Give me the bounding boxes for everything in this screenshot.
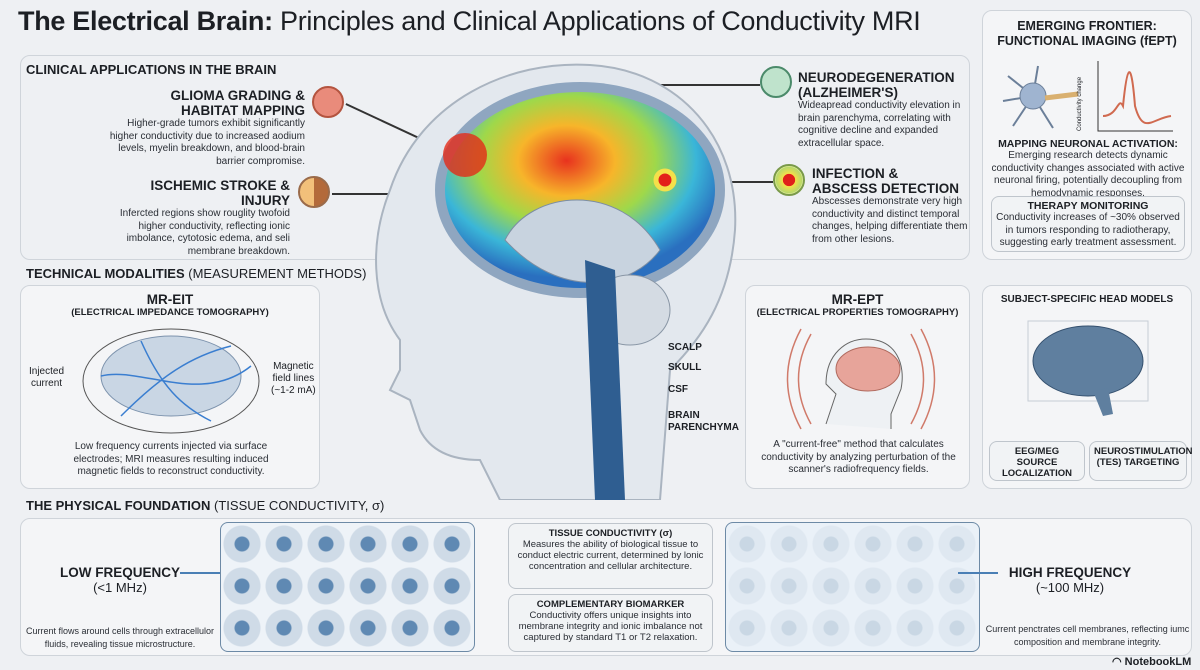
mr-eit-panel: MR-EIT (ELECTRICAL IMPEDANCE TOMOGRAPHY)… (20, 285, 320, 489)
infection-block: INFECTION & ABSCESS DETECTION Abscesses … (812, 166, 972, 246)
electrode-ring (82, 328, 260, 434)
eit-text: Low frequency currents injected via surf… (73, 441, 269, 477)
ept-subtitle: (ELECTRICAL PROPERTIES TOMOGRAPHY) (756, 307, 959, 318)
notebooklm-logo-icon: ◠ (1112, 656, 1125, 668)
tes-label-2: (TES) TARGETING (1096, 457, 1180, 468)
mesh-brain-illustration (1027, 320, 1149, 416)
injected-label: Injected (29, 366, 65, 377)
tes-label: NEUROSTIMULATION (1094, 446, 1193, 457)
low-frequency-range: (<1 MHz) (93, 580, 147, 595)
glioma-title-2: HABITAT MAPPING (181, 103, 305, 118)
label-parenchyma: PARENCHYMA (668, 422, 739, 433)
eit-title: MR-EIT (146, 292, 194, 307)
spinal-cord (585, 260, 625, 500)
frontier-title: EMERGING FRONTIER: (1017, 19, 1157, 33)
frontier-panel: EMERGING FRONTIER: FUNCTIONAL IMAGING (f… (982, 10, 1192, 260)
head-models-title: SUBJECT-SPECIFIC HEAD MODELS (1000, 294, 1174, 305)
high-frequency-text: Current penctrates cell membranes, refle… (985, 624, 1190, 647)
current-paths (100, 340, 252, 422)
head-models-panel: SUBJECT-SPECIFIC HEAD MODELS EEG/MEG SOU… (982, 285, 1193, 489)
glioma-block: GLIOMA GRADING & HABITAT MAPPING Higher-… (100, 88, 305, 168)
low-frequency-title: LOW FREQUENCY (60, 565, 180, 580)
label-skull: SKULL (668, 362, 702, 373)
mesh-grid (1027, 320, 1149, 402)
magnetic-label-3: (~1-2 mA) (271, 385, 316, 396)
stroke-icon (298, 176, 330, 208)
low-frequency-cell-tissue (220, 522, 475, 652)
tissue-conductivity-title: TISSUE CONDUCTIVITY (σ) (548, 528, 673, 539)
neuron-soma (1019, 82, 1047, 110)
mapping-text: Emerging research detects dynamic conduc… (991, 150, 1185, 199)
leader-line (640, 84, 760, 86)
abscess-icon (773, 164, 805, 196)
mapping-title: MAPPING NEURONAL ACTIVATION: (998, 138, 1178, 150)
infection-title: INFECTION & (812, 166, 899, 181)
mr-ept-panel: MR-EPT (ELECTRICAL PROPERTIES TOMOGRAPHY… (745, 285, 970, 489)
graph-axis-label: Conductivity change (1077, 76, 1083, 131)
ept-head-illustration (786, 328, 936, 430)
high-frequency-block: HIGH FREQUENCY (~100 MHz) (1000, 565, 1140, 595)
connector (958, 572, 998, 574)
stroke-text: Infercted regions show rouglity twofoid … (119, 208, 290, 257)
infection-text: Abscesses demonstrate very high conducti… (812, 196, 968, 245)
tumor-hotspot (443, 133, 487, 177)
brain-icon (312, 86, 344, 118)
conductivity-signal-line (1102, 71, 1172, 125)
high-frequency-title: HIGH FREQUENCY (1008, 565, 1132, 580)
neuro-block: NEURODEGENERATION (ALZHEIMER'S) Wideapre… (798, 70, 968, 150)
foundation-heading: THE PHYSICAL FOUNDATION (TISSUE CONDUCTI… (26, 498, 385, 513)
glioma-title: GLIOMA GRADING & (170, 88, 306, 103)
ept-title: MR-EPT (831, 292, 884, 307)
axon (1044, 91, 1079, 101)
label-brain: BRAIN (668, 410, 700, 421)
stroke-title: ISCHEMIC STROKE & INJURY (150, 178, 290, 208)
biomarker-text: Conductivity offers unique insights into… (518, 610, 703, 643)
alzheimers-brain-icon (760, 66, 792, 98)
brainstem-region (504, 199, 661, 283)
eit-brain-illustration (82, 328, 260, 434)
magnetic-label: Magnetic (273, 361, 314, 372)
therapy-text: Conductivity increases of ~30% observed … (996, 212, 1180, 248)
neuron-icon (1002, 65, 1054, 129)
page-title: The Electrical Brain: Principles and Cli… (18, 6, 921, 36)
high-frequency-range: (~100 MHz) (1035, 580, 1105, 595)
rf-waves (786, 328, 936, 430)
head-illustration (375, 63, 737, 500)
neuro-text: Wideapread conductivity elevation in bra… (798, 100, 961, 149)
modalities-heading: TECHNICAL MODALITIES (MEASUREMENT METHOD… (26, 266, 367, 281)
label-csf: CSF (668, 384, 688, 395)
injected-label-2: current (30, 378, 63, 389)
ept-text: A "current-free" method that calculates … (761, 439, 956, 475)
graph-axes (1097, 61, 1173, 132)
tissue-conductivity-text: Measures the ability of biological tissu… (517, 539, 704, 572)
infection-title-2: ABSCESS DETECTION (812, 181, 960, 196)
low-frequency-block: LOW FREQUENCY (<1 MHz) (60, 565, 180, 595)
clinical-heading: CLINICAL APPLICATIONS IN THE BRAIN (26, 62, 277, 77)
neuro-title-2: (ALZHEIMER'S) (798, 85, 898, 100)
therapy-title: THERAPY MONITORING (1027, 200, 1149, 212)
notebooklm-brand: ◠ NotebookLM (1112, 656, 1192, 668)
glioma-text: Higher-grade tumors exhibit significantl… (109, 118, 305, 167)
connector (180, 572, 220, 574)
stroke-block: ISCHEMIC STROKE & INJURY Infercted regio… (100, 178, 290, 258)
neuron-and-signal-graph (1002, 61, 1173, 132)
neuro-title: NEURODEGENERATION (798, 70, 955, 85)
label-scalp: SCALP (668, 342, 702, 353)
brain-shape (835, 346, 901, 392)
eeg-label: EEG/MEG SOURCE (1014, 446, 1060, 468)
abscess-hotspot (653, 168, 677, 192)
brain-shape (1032, 325, 1144, 397)
low-frequency-text: Current flows around cells through extra… (25, 626, 215, 649)
brain-shape (100, 335, 242, 417)
eeg-label-2: LOCALIZATION (1001, 468, 1072, 479)
eit-subtitle: (ELECTRICAL IMPEDANCE TOMOGRAPHY) (71, 307, 269, 318)
magnetic-label-2: field lines (272, 373, 315, 384)
high-frequency-cell-tissue (725, 522, 980, 652)
frontier-title-2: FUNCTIONAL IMAGING (fEPT) (997, 34, 1177, 48)
brainstem (1093, 388, 1113, 416)
biomarker-title: COMPLEMENTARY BIOMARKER (536, 599, 685, 610)
